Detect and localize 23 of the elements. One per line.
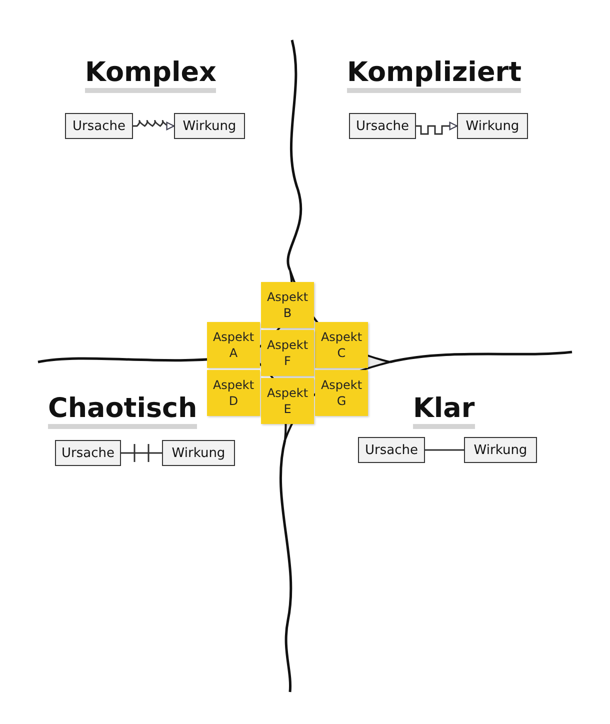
quadrant-title: Chaotisch — [48, 394, 198, 429]
effect-box: Wirkung — [162, 440, 235, 466]
quadrant-title: Kompliziert — [347, 58, 522, 93]
barred-connector — [121, 443, 162, 463]
quadrant-title: Klar — [413, 394, 475, 429]
sticky-note: Aspekt F — [261, 330, 314, 376]
quadrant-title: Komplex — [85, 58, 216, 93]
cause-box: Ursache — [358, 437, 425, 463]
sticky-note: Aspekt G — [315, 370, 368, 416]
effect-box: Wirkung — [174, 113, 245, 139]
sticky-note: Aspekt A — [207, 322, 260, 368]
effect-box: Wirkung — [457, 113, 528, 139]
arrow — [133, 120, 175, 130]
cause-box: Ursache — [349, 113, 416, 139]
cause-box: Ursache — [55, 440, 121, 466]
arrow — [416, 122, 458, 135]
sticky-note: Aspekt B — [261, 282, 314, 328]
sticky-note: Aspekt D — [207, 370, 260, 416]
sticky-note: Aspekt E — [261, 378, 314, 424]
cause-box: Ursache — [65, 113, 133, 139]
effect-box: Wirkung — [464, 437, 537, 463]
sticky-note: Aspekt C — [315, 322, 368, 368]
connector-line — [425, 449, 464, 451]
